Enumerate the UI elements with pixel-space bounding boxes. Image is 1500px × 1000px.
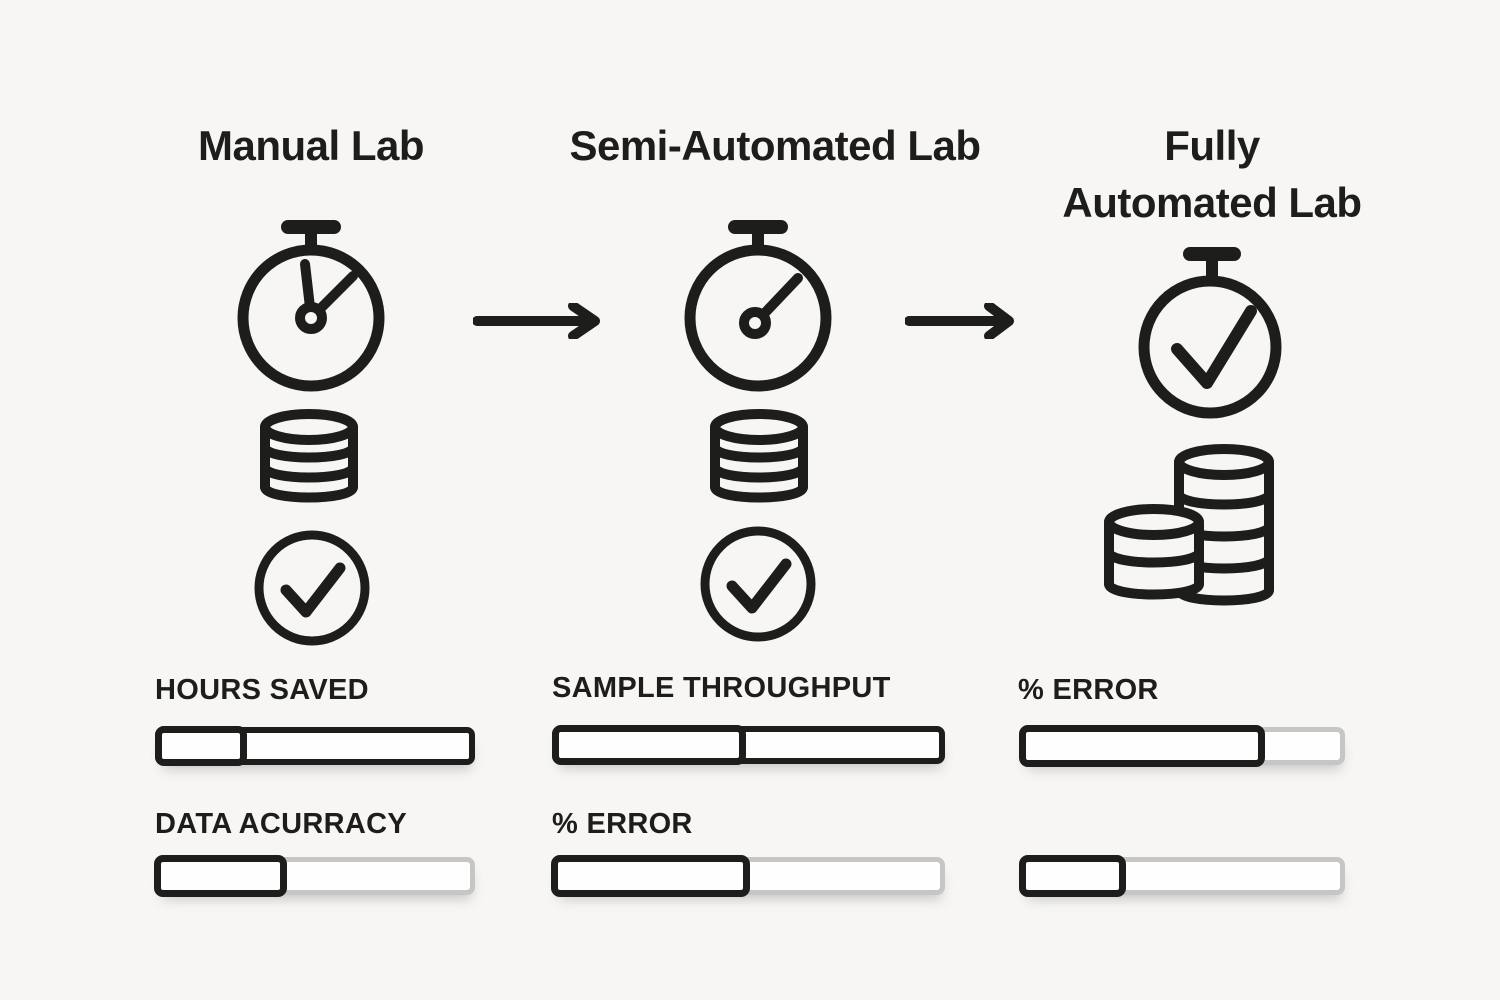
column-title-fully-automated-lab: Fully Automated Lab (1062, 122, 1362, 226)
arrow-right-icon (905, 303, 1014, 339)
progress-fill (552, 725, 747, 765)
progress-fill (1019, 725, 1265, 767)
progress-bar-sample-throughput (552, 725, 945, 765)
stopwatch-gauge-icon (684, 220, 832, 392)
metric-label-sample-throughput: SAMPLE THROUGHPUT (552, 672, 891, 704)
stopwatch-clock-icon (237, 220, 385, 392)
arrow-right-icon (473, 303, 600, 339)
progress-fill (1019, 855, 1127, 897)
database-icon (260, 409, 358, 503)
metric-label-percent-error: % ERROR (1018, 674, 1159, 706)
progress-fill (155, 726, 248, 766)
progress-bar-percent-error (1019, 725, 1345, 767)
stopwatch-check-icon (1138, 247, 1282, 419)
column-title-manual-lab: Manual Lab (197, 122, 425, 169)
progress-bar-data-acurracy (154, 855, 475, 897)
coin-stacks-icon (1104, 444, 1274, 606)
progress-fill (551, 855, 751, 897)
check-circle-icon (254, 530, 370, 646)
progress-fill (154, 855, 288, 897)
metric-label-data-acurracy: DATA ACURRACY (155, 808, 407, 840)
check-circle-icon (700, 526, 816, 642)
database-icon (710, 409, 808, 503)
progress-bar-percent-error (551, 855, 945, 897)
progress-bar-unlabeled (1019, 855, 1345, 897)
column-title-semi-automated-lab: Semi-Automated Lab (569, 122, 981, 169)
progress-bar-hours-saved (155, 726, 475, 766)
metric-label-hours-saved: HOURS SAVED (155, 674, 369, 706)
metric-label-percent-error: % ERROR (552, 808, 693, 840)
